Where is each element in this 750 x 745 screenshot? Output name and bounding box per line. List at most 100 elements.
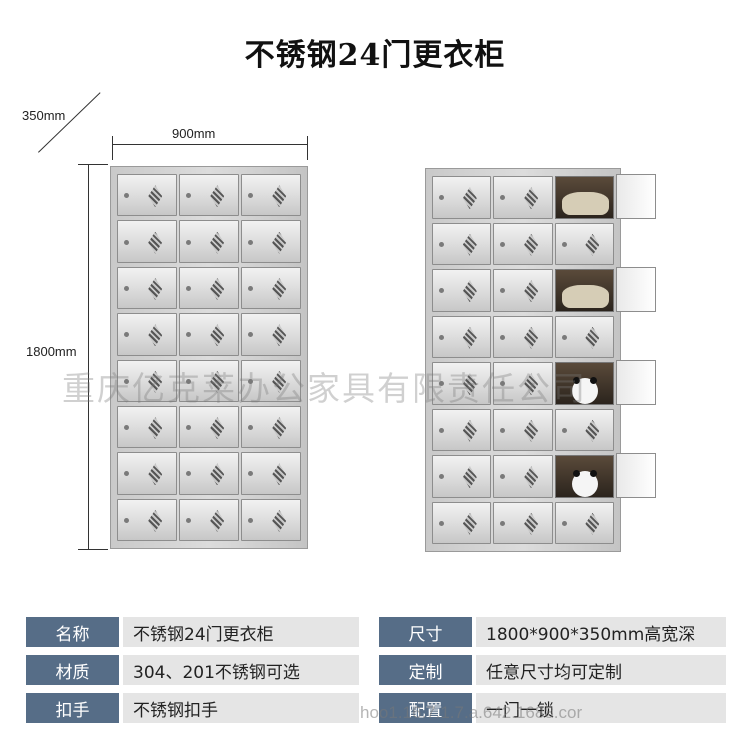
locker-door (432, 269, 492, 312)
locker-door (493, 501, 553, 544)
company-watermark: 重庆亿克莱办公家具有限责任公司 (62, 369, 587, 408)
vent-icon (272, 417, 287, 440)
lock-icon (500, 520, 506, 526)
vent-icon (524, 233, 539, 256)
vent-icon (272, 370, 287, 393)
locker-cabinet-open (425, 168, 656, 552)
locker-door (493, 362, 553, 405)
lock-icon (248, 193, 253, 199)
open-locker-door (616, 267, 656, 312)
lock-icon (248, 378, 253, 384)
locker-door (432, 455, 492, 498)
open-locker-door (616, 360, 656, 405)
panda-toy (572, 469, 599, 497)
locker-door (179, 359, 239, 402)
lock-icon (500, 288, 506, 294)
vent-icon (462, 280, 477, 303)
width-line (112, 144, 308, 145)
lock-icon (500, 334, 506, 340)
spec-label: 材质 (26, 655, 119, 685)
lock-icon (439, 241, 444, 247)
lock-icon (500, 195, 506, 201)
vent-icon (210, 463, 225, 486)
lock-icon (439, 381, 444, 387)
lock-icon (561, 520, 567, 526)
lock-icon (439, 288, 444, 294)
vent-icon (148, 185, 163, 208)
open-locker-door (616, 453, 656, 498)
lock-icon (124, 239, 129, 245)
locker-door (179, 313, 239, 356)
vent-icon (585, 512, 600, 535)
locker-door (432, 315, 492, 358)
lock-icon (186, 332, 191, 338)
vent-icon (585, 233, 600, 256)
open-locker-compartment (554, 362, 614, 405)
locker-door (117, 498, 177, 541)
depth-label: 350mm (22, 108, 66, 123)
locker-door (493, 315, 553, 358)
vent-icon (462, 373, 477, 396)
locker-door (179, 220, 239, 263)
lock-icon (186, 285, 191, 291)
locker-door (179, 266, 239, 310)
vent-icon (148, 417, 163, 440)
vent-icon (585, 326, 600, 349)
locker-door (241, 498, 301, 541)
vent-icon (524, 373, 539, 396)
lock-icon (248, 285, 253, 291)
vent-icon (524, 280, 539, 303)
stored-item (561, 284, 609, 309)
vent-icon (272, 509, 287, 532)
locker-door (241, 452, 301, 495)
lock-icon (439, 427, 444, 433)
lock-icon (439, 334, 444, 340)
lock-icon (186, 378, 191, 384)
vent-icon (148, 463, 163, 486)
open-locker-door (616, 174, 656, 219)
spec-label: 配置 (379, 693, 472, 723)
spec-row: 名称 不锈钢24门更衣柜 尺寸 1800*900*350mm高宽深 (26, 617, 726, 647)
locker-door (432, 176, 492, 219)
vent-icon (148, 370, 163, 393)
lock-icon (124, 471, 129, 477)
vent-icon (462, 512, 477, 535)
locker-door (241, 220, 301, 263)
locker-door (554, 501, 614, 544)
vent-icon (272, 463, 287, 486)
lock-icon (439, 195, 444, 201)
vent-icon (272, 185, 287, 208)
locker-door (179, 498, 239, 541)
lock-icon (439, 520, 444, 526)
locker-door (493, 455, 553, 498)
locker-door (493, 176, 553, 219)
spec-value: 304、201不锈钢可选 (123, 655, 359, 685)
locker-door (179, 405, 239, 449)
locker-door (554, 222, 614, 265)
vent-icon (272, 277, 287, 300)
height-tick-bottom (78, 549, 108, 550)
vent-icon (210, 277, 225, 300)
lock-icon (186, 193, 191, 199)
locker-door (493, 222, 553, 265)
vent-icon (524, 419, 539, 442)
locker-door (117, 452, 177, 495)
lock-icon (124, 517, 129, 523)
width-tick-left (112, 136, 113, 160)
lock-icon (248, 471, 253, 477)
vent-icon (524, 326, 539, 349)
lock-icon (186, 425, 191, 431)
url-watermark: hoo1.16.7.1.7.a.642.1688.cor (360, 703, 583, 722)
lock-icon (186, 517, 191, 523)
lock-icon (500, 427, 506, 433)
lock-icon (561, 334, 567, 340)
lock-icon (248, 517, 253, 523)
spec-value: 不锈钢扣手 (123, 693, 359, 723)
locker-door (117, 313, 177, 356)
lock-icon (248, 332, 253, 338)
spec-row: 材质 304、201不锈钢可选 定制 任意尺寸均可定制 (26, 655, 726, 685)
spec-value: 任意尺寸均可定制 (476, 655, 726, 685)
lock-icon (439, 474, 444, 480)
vent-icon (462, 326, 477, 349)
vent-icon (462, 466, 477, 489)
